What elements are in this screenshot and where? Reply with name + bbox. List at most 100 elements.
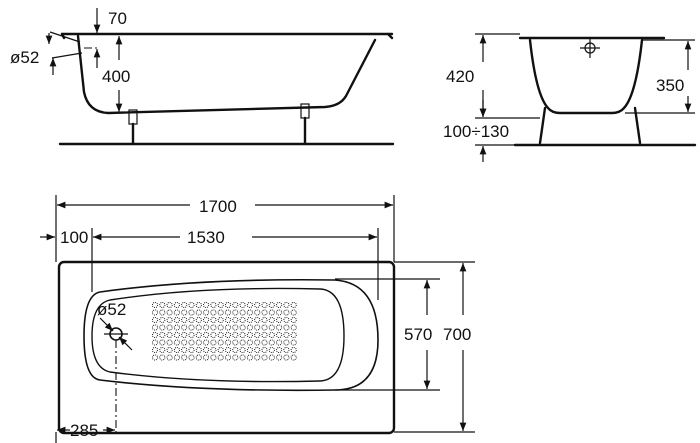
pattern-dot xyxy=(159,309,166,316)
pattern-dot xyxy=(246,331,253,339)
pattern-dot xyxy=(268,316,275,324)
pattern-dot xyxy=(261,301,268,309)
pattern-dot xyxy=(188,354,195,361)
pattern-dot xyxy=(151,339,159,346)
pattern-dot xyxy=(268,339,275,346)
pattern-dot xyxy=(173,331,180,339)
pattern-dot xyxy=(166,346,173,354)
pattern-dot xyxy=(166,309,173,316)
dim-1530: 1530 xyxy=(187,228,225,247)
pattern-dot xyxy=(181,324,188,331)
end-tub-outline xyxy=(528,38,644,115)
pattern-dot xyxy=(188,316,195,324)
pattern-dot xyxy=(276,346,283,354)
pattern-dot xyxy=(224,324,232,331)
pattern-dot xyxy=(173,324,180,331)
pattern-dot xyxy=(159,354,166,361)
pattern-dot xyxy=(166,301,173,309)
pattern-dot xyxy=(195,301,202,309)
pattern-dot xyxy=(166,331,173,339)
pattern-dot xyxy=(188,331,195,339)
side-leg xyxy=(128,103,310,145)
pattern-dot xyxy=(166,324,173,331)
pattern-dot xyxy=(246,324,253,331)
side-tub-outline xyxy=(76,34,377,115)
pattern-dot xyxy=(261,331,268,339)
pattern-dot xyxy=(224,331,232,339)
pattern-dot xyxy=(203,316,210,324)
pattern-dot xyxy=(210,301,217,309)
pattern-dot xyxy=(290,339,297,346)
pattern-dot xyxy=(210,324,217,331)
pattern-dot xyxy=(232,339,239,346)
pattern-dot xyxy=(181,346,188,354)
pattern-dot xyxy=(210,309,217,316)
pattern-dot xyxy=(232,309,239,316)
pattern-dot xyxy=(188,301,195,309)
pattern-dot xyxy=(195,354,202,361)
pattern-dot xyxy=(166,316,173,324)
pattern-dot xyxy=(151,324,159,331)
pattern-dot xyxy=(210,346,217,354)
pattern-dot xyxy=(166,339,173,346)
pattern-dot xyxy=(181,316,188,324)
overflow-diameter: ø52 xyxy=(10,48,39,67)
pattern-dot xyxy=(151,346,159,354)
pattern-dot xyxy=(276,309,283,316)
pattern-dot xyxy=(261,316,268,324)
pattern-dot xyxy=(268,331,275,339)
pattern-dot xyxy=(159,324,166,331)
pattern-dot xyxy=(188,339,195,346)
pattern-dot xyxy=(195,339,202,346)
dim-100: 100 xyxy=(60,228,88,247)
pattern-dot xyxy=(232,301,239,309)
pattern-dot xyxy=(268,301,275,309)
pattern-dot xyxy=(232,346,239,354)
pattern-dot xyxy=(151,331,159,339)
pattern-dot xyxy=(254,309,261,316)
pattern-dot xyxy=(217,331,224,339)
pattern-dot xyxy=(195,346,202,354)
pattern-dot xyxy=(268,324,275,331)
pattern-dot xyxy=(181,301,188,309)
pattern-dot xyxy=(181,339,188,346)
pattern-dot xyxy=(239,339,246,346)
pattern-dot xyxy=(268,346,275,354)
pattern-dot xyxy=(254,316,261,324)
pattern-dot xyxy=(217,309,224,316)
pattern-dot xyxy=(290,346,297,354)
pattern-dot xyxy=(181,354,188,361)
pattern-dot xyxy=(290,354,297,361)
pattern-dot xyxy=(159,316,166,324)
pattern-dot xyxy=(283,354,290,361)
pattern-dot xyxy=(261,354,268,361)
pattern-dot xyxy=(239,331,246,339)
pattern-dot xyxy=(159,331,166,339)
pattern-dot xyxy=(276,301,283,309)
pattern-dot xyxy=(173,354,180,361)
end-view: 420 350 100÷130 xyxy=(443,33,697,162)
pattern-dot xyxy=(181,309,188,316)
pattern-dot xyxy=(195,324,202,331)
anti-slip-pattern xyxy=(151,301,297,361)
pattern-dot xyxy=(203,309,210,316)
pattern-dot xyxy=(232,324,239,331)
pattern-dot xyxy=(195,309,202,316)
pattern-dot xyxy=(159,339,166,346)
dim-350: 350 xyxy=(656,76,684,95)
pattern-dot xyxy=(181,331,188,339)
pattern-dot xyxy=(283,324,290,331)
pattern-dot xyxy=(210,354,217,361)
pattern-dot xyxy=(159,346,166,354)
pattern-dot xyxy=(224,309,232,316)
pattern-dot xyxy=(173,339,180,346)
dim-70: 70 xyxy=(108,9,127,28)
pattern-dot xyxy=(276,354,283,361)
pattern-dot xyxy=(276,316,283,324)
pattern-dot xyxy=(217,354,224,361)
pattern-dot xyxy=(224,316,232,324)
pattern-dot xyxy=(173,301,180,309)
pattern-dot xyxy=(276,339,283,346)
pattern-dot xyxy=(254,339,261,346)
pattern-dot xyxy=(166,354,173,361)
